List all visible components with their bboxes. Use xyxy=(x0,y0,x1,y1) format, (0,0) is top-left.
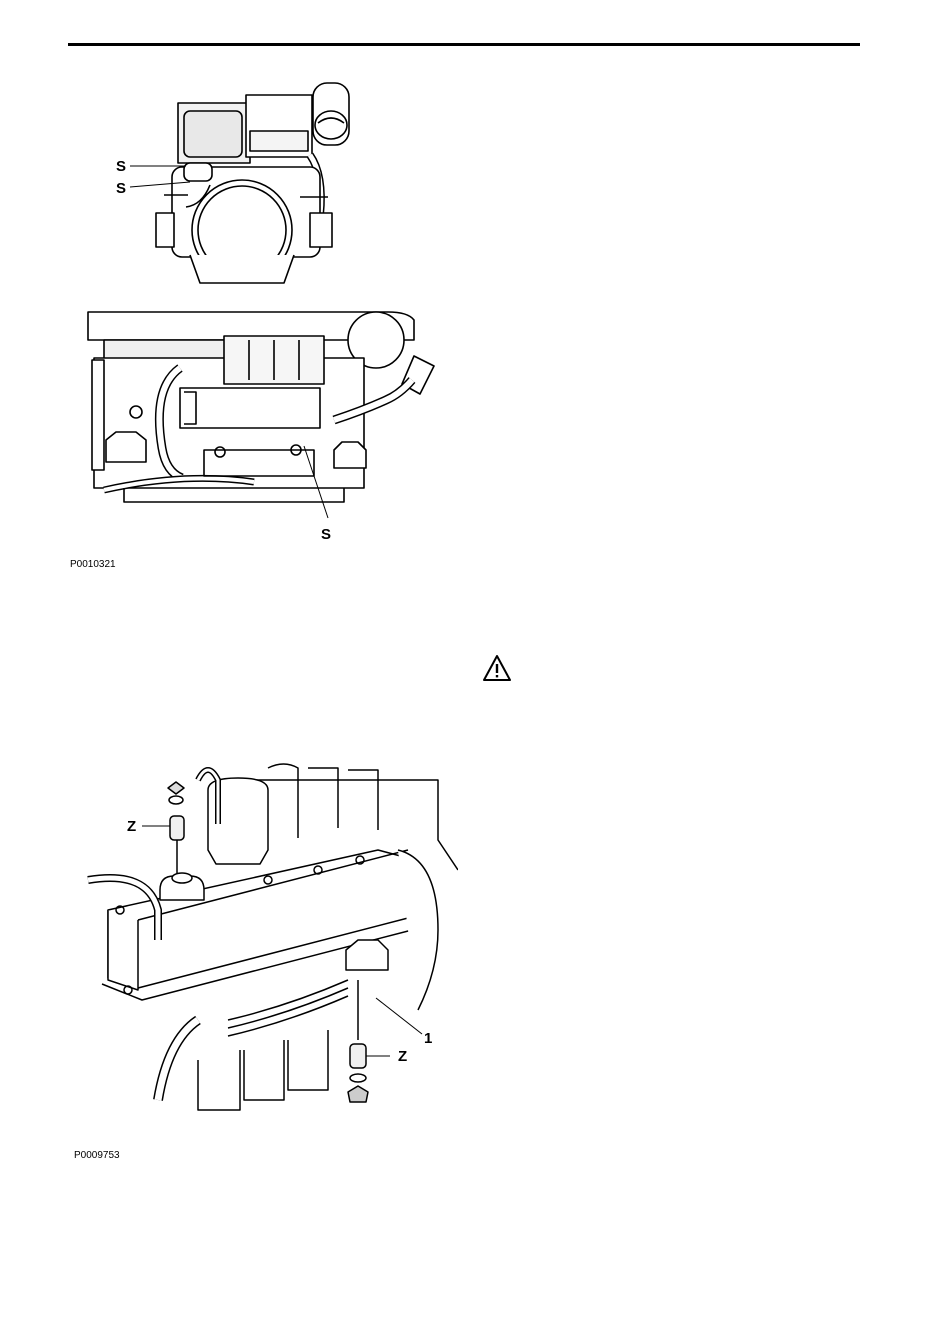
callout-leader-lines-fig2 xyxy=(140,820,440,1060)
callout-label-s: S xyxy=(116,159,126,174)
callout-leader-lines-top xyxy=(126,158,196,198)
figure-id: P0010321 xyxy=(70,560,116,570)
figure-id: P0009753 xyxy=(74,1151,120,1161)
callout-label-s: S xyxy=(321,527,331,542)
header-rule xyxy=(68,43,860,46)
engine-side-view-illustration xyxy=(84,300,444,512)
callout-label-z: Z xyxy=(127,819,136,834)
warning-triangle-icon xyxy=(482,654,512,682)
callout-leader-line-bottom xyxy=(300,440,340,530)
callout-label-1: 1 xyxy=(424,1031,432,1046)
callout-label-s: S xyxy=(116,181,126,196)
callout-label-z: Z xyxy=(398,1049,407,1064)
